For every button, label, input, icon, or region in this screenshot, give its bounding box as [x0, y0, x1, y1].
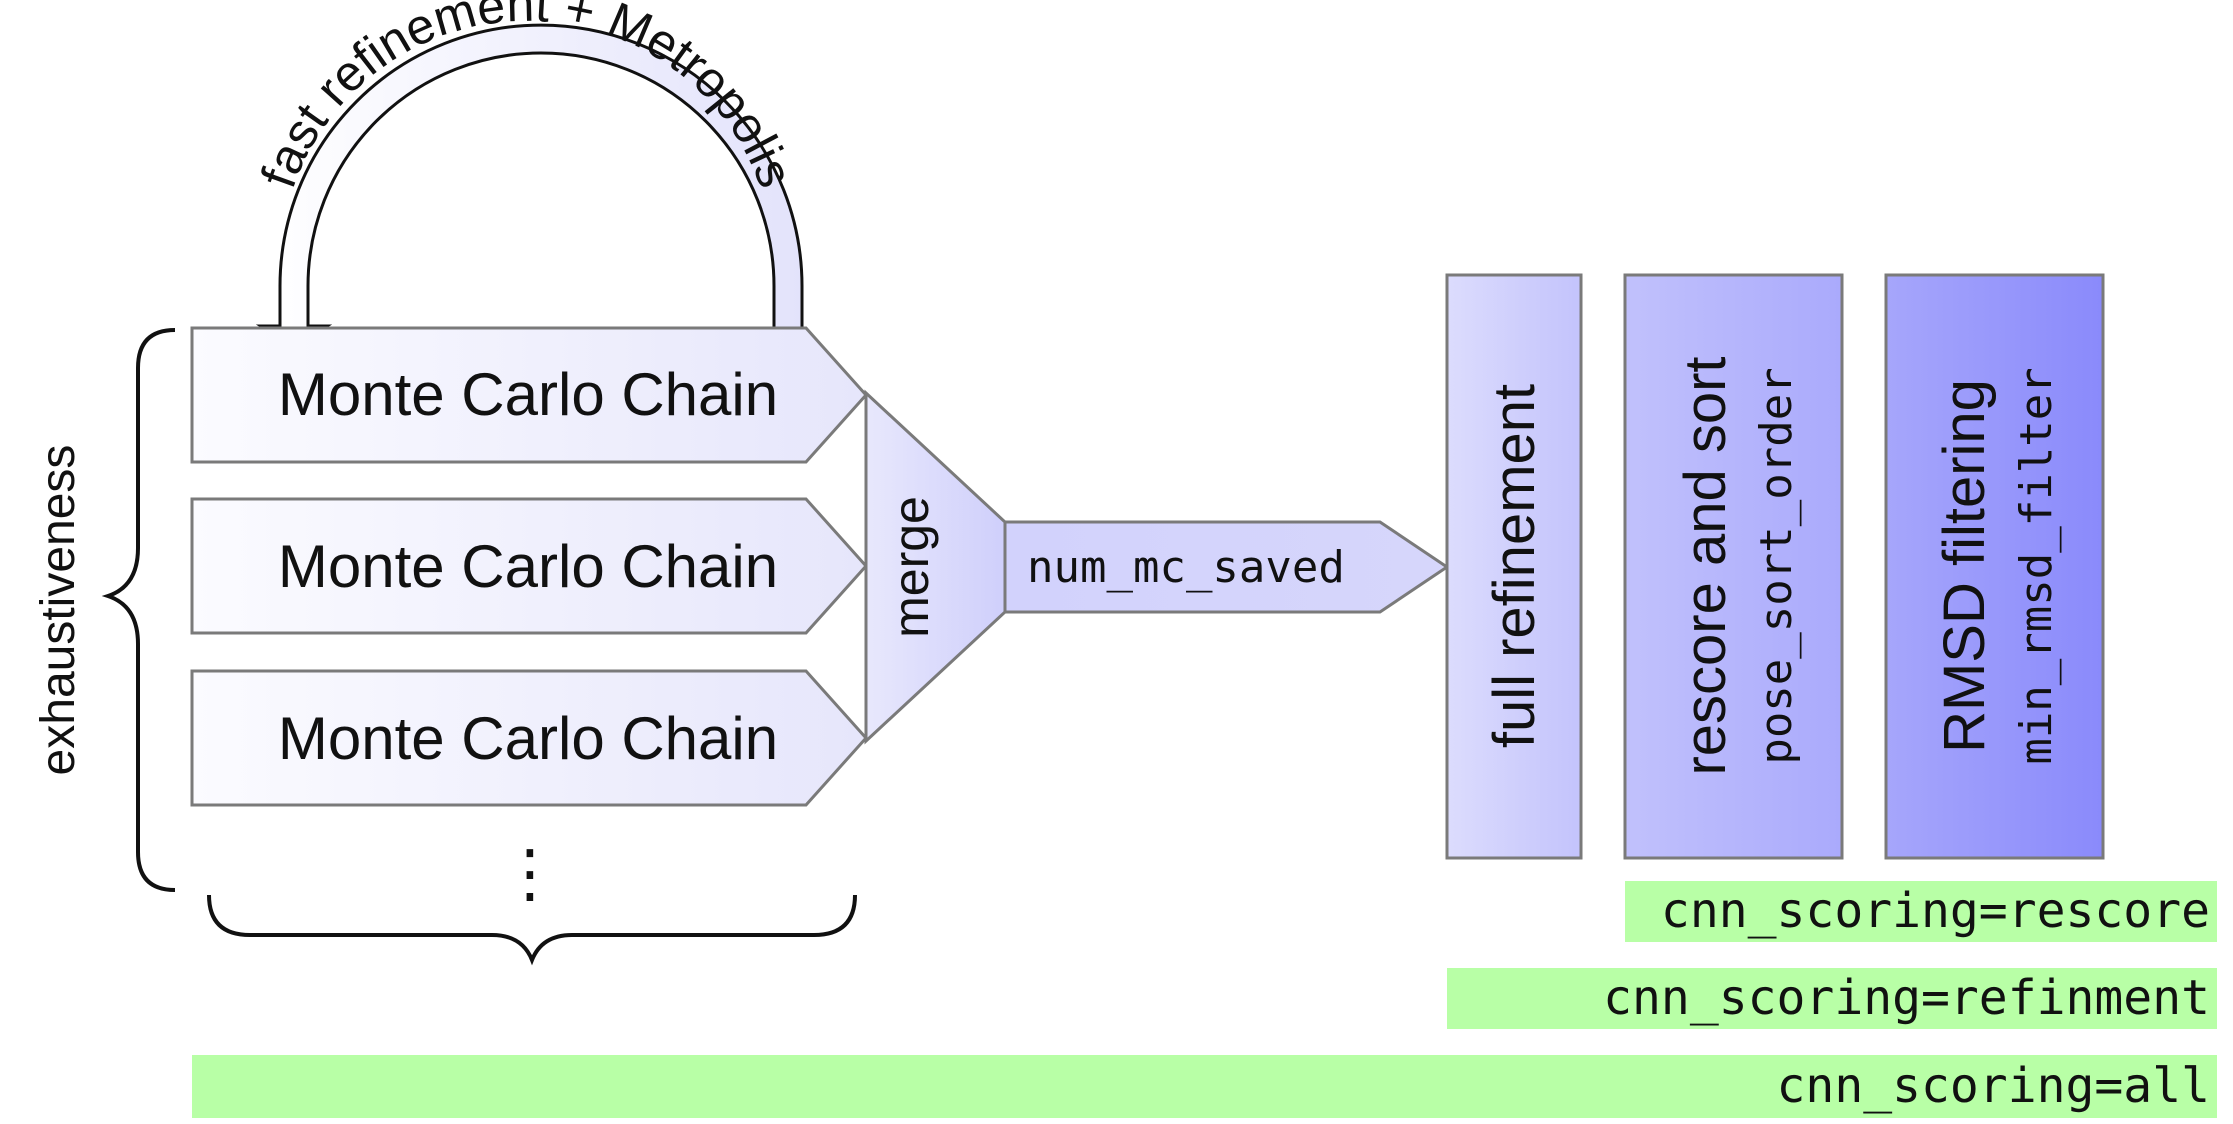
bottom-brace	[207, 894, 857, 966]
merge-label: merge	[883, 496, 939, 638]
exhaustiveness-label: exhaustiveness	[32, 445, 85, 776]
exhaustiveness-brace	[101, 328, 176, 892]
stage-full-refinement: full refinement	[1445, 273, 1583, 860]
cnn-bar-label: cnn_scoring=refinment	[1603, 970, 2210, 1026]
cnn-bar-refinment: cnn_scoring=refinment	[1447, 968, 2217, 1029]
merge-block: merge	[864, 389, 1007, 745]
stage-title: rescore and sort	[1673, 356, 1738, 775]
num-mc-saved-arrow: num_mc_saved	[1003, 520, 1450, 614]
cnn-bar-all: cnn_scoring=all	[192, 1055, 2217, 1118]
stage-title: RMSD filtering	[1932, 379, 1997, 753]
stage-param: min_rmsd_filter	[2011, 367, 2062, 764]
num-mc-saved-label: num_mc_saved	[1027, 542, 1345, 593]
stage-rescore-and-sort: rescore and sort pose_sort_order	[1623, 273, 1844, 860]
mc-chain-3: Monte Carlo Chain	[190, 669, 869, 807]
stage-title: full refinement	[1482, 384, 1547, 748]
mc-chain-label: Monte Carlo Chain	[278, 533, 778, 600]
mc-chain-1: Monte Carlo Chain	[190, 326, 869, 464]
cnn-bar-label: cnn_scoring=all	[1777, 1058, 2210, 1114]
loop-arrow	[255, 23, 804, 349]
chain-ellipsis: ⋮	[498, 837, 562, 909]
mc-chain-2: Monte Carlo Chain	[190, 497, 869, 635]
mc-chain-label: Monte Carlo Chain	[278, 361, 778, 428]
mc-chain-label: Monte Carlo Chain	[278, 705, 778, 772]
stage-rmsd-filtering: RMSD filtering min_rmsd_filter	[1884, 273, 2105, 860]
stage-param: pose_sort_order	[1751, 367, 1802, 764]
cnn-bar-rescore: cnn_scoring=rescore	[1625, 881, 2217, 942]
cnn-bar-label: cnn_scoring=rescore	[1661, 883, 2210, 939]
